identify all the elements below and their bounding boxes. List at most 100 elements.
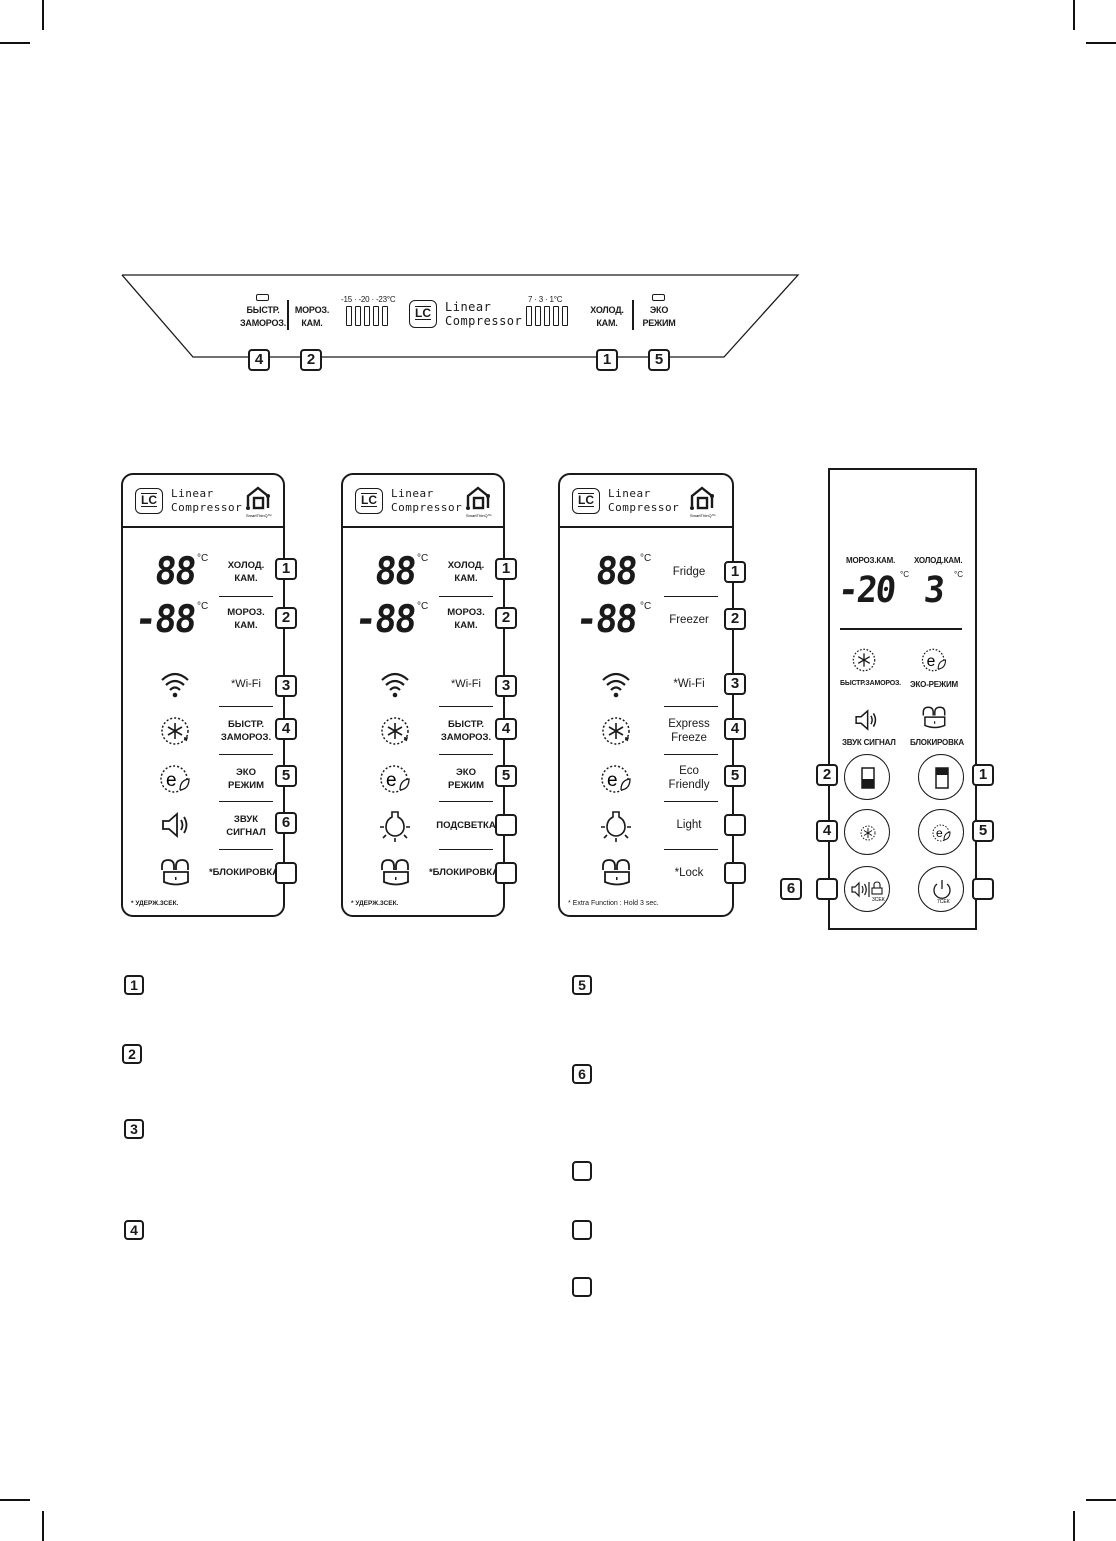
eco-label: ЭКО РЕЖИМ [642,305,676,328]
divider [219,849,273,851]
express-freeze-button[interactable] [844,809,890,855]
power-button[interactable]: 7СЕК [918,866,964,912]
lc-logo: LC [355,488,383,514]
crop-mark [0,1499,30,1501]
marker-5: 5 [495,765,517,787]
wifi-icon [602,672,630,698]
marker-1: 1 [724,561,746,583]
degree-unit: °C [417,553,429,564]
express-freeze-icon [852,648,876,672]
degree-unit: °C [197,553,209,564]
svg-text:e: e [386,770,397,791]
marker-blank [724,814,746,836]
fridge-temp-display: 88 [372,549,417,593]
marker-6: 6 [780,878,802,900]
light-label: Light [676,819,702,831]
svg-text:e: e [166,770,177,791]
legend-marker-6: 6 [572,1064,592,1084]
divider [219,754,273,756]
divider [439,801,493,803]
marker-5: 5 [972,820,994,842]
fridge-label: Fridge [672,566,706,578]
marker-4: 4 [495,718,517,740]
eco-button[interactable]: e [918,809,964,855]
divider [664,801,718,803]
smartthinq-icon: SmartThinQ™ [466,486,492,518]
marker-2: 2 [300,349,322,371]
light-label: ПОДСВЕТКА [436,820,496,831]
marker-blank [275,862,297,884]
marker-3: 3 [495,675,517,697]
divider [632,300,634,330]
freezer-temp-display: -20 [836,570,897,611]
legend-marker-4: 4 [124,1220,144,1240]
marker-5: 5 [648,349,670,371]
footnote: * УДЕРЖ.3СЕК. [131,900,179,907]
degree-unit: °C [900,570,909,579]
crop-mark [42,0,44,30]
smartthinq-icon: SmartThinQ™ [246,486,272,518]
freezer-temp-display: -88 [352,597,417,641]
eco-icon: e [601,765,631,793]
svg-text:e: e [927,653,936,670]
fridge-temp-display: 88 [593,549,638,593]
crop-mark [0,42,30,44]
divider [664,849,718,851]
express-freeze-label: БЫСТР.ЗАМОРОЗ. [220,719,272,743]
eco-icon: e [380,765,410,793]
freezer-label: Freezer [669,614,709,626]
marker-4: 4 [724,718,746,740]
sound-lock-button[interactable]: 3СЕК [844,866,890,912]
divider [219,596,273,598]
footnote: * УДЕРЖ.3СЕК. [351,900,399,907]
fridge-temp-display: 88 [152,549,197,593]
marker-blank [972,878,994,900]
freezer-label: МОРОЗ.КАМ. [846,556,896,565]
sound-icon [162,812,188,838]
legend-marker-blank [572,1161,592,1181]
crop-mark [1073,0,1075,30]
freezer-temp-display: -88 [573,597,638,641]
express-freeze-label: БЫСТР. ЗАМОРОЗ. [239,305,287,328]
sound-lock-icon: 3СЕК [851,881,885,903]
legend-marker-blank [572,1277,592,1297]
brand-text: Linear Compressor [445,300,523,328]
lock-label: *БЛОКИРОВКА [208,867,280,878]
marker-6: 6 [275,812,297,834]
express-freeze-icon [161,717,189,745]
lock-icon [602,859,630,886]
wifi-icon [381,672,409,698]
divider [439,596,493,598]
fridge-level-bar [526,306,568,326]
marker-blank [495,862,517,884]
fridge-label: ХОЛОД.КАМ. [447,560,485,584]
lock-label: *БЛОКИРОВКА [428,867,500,878]
degree-unit: °C [640,601,652,612]
divider [219,801,273,803]
marker-2: 2 [275,607,297,629]
svg-text:SmartThinQ™: SmartThinQ™ [466,513,492,518]
divider [439,754,493,756]
lc-logo: LC [409,300,437,328]
eco-icon: e [921,648,947,672]
freezer-button[interactable] [844,754,890,800]
svg-text:SmartThinQ™: SmartThinQ™ [690,513,716,518]
marker-2: 2 [495,607,517,629]
marker-4: 4 [816,820,838,842]
fridge-label: ХОЛОД. КАМ. [590,305,624,328]
marker-2: 2 [816,764,838,786]
divider [840,628,962,630]
divider [439,849,493,851]
fridge-label: ХОЛОД.КАМ. [227,560,265,584]
wifi-label: *Wi-Fi [231,678,261,690]
wifi-icon [161,672,189,698]
divider [287,300,289,330]
fridge-button[interactable] [918,754,964,800]
